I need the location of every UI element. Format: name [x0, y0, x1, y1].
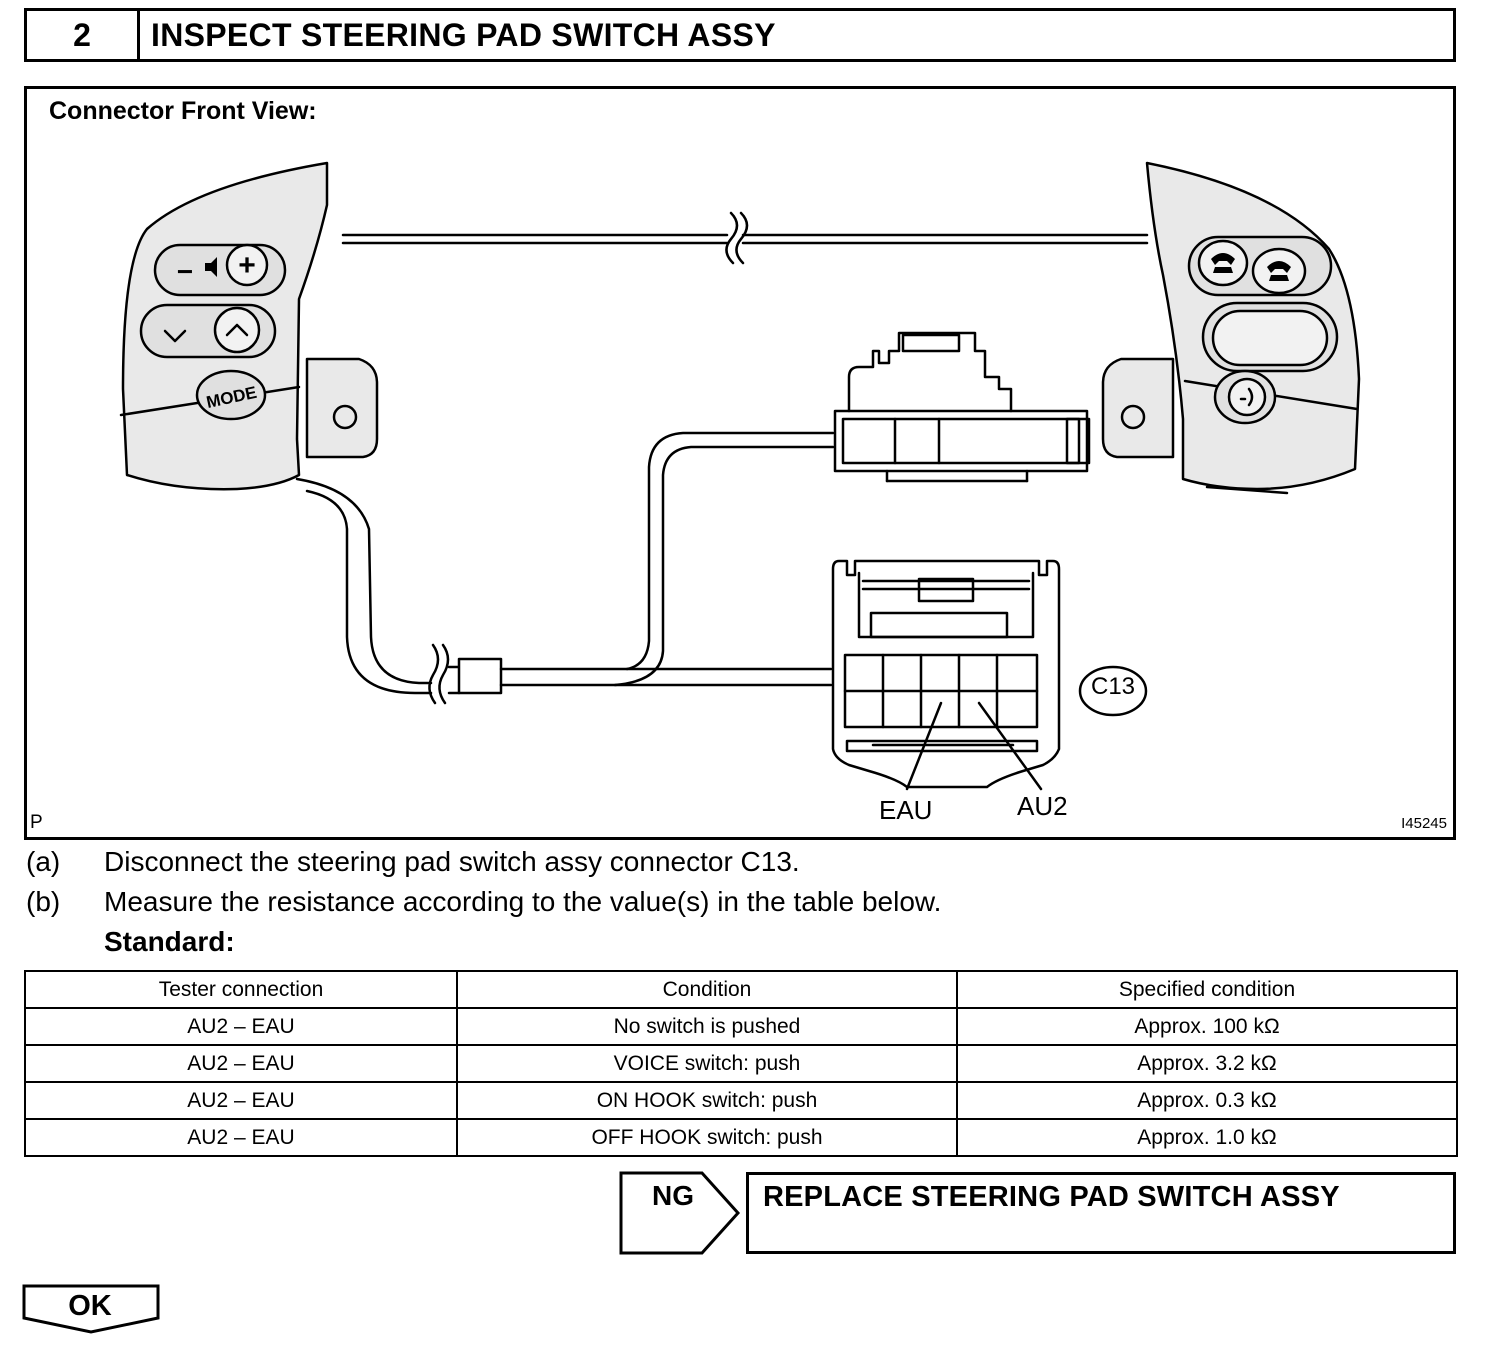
instruction-a-marker: (a): [26, 846, 61, 877]
connector-c13: [831, 559, 1061, 791]
column-header: Specified condition: [956, 970, 1458, 1009]
instruction-a-text: Disconnect the steering pad switch assy …: [104, 846, 800, 877]
speaker-icon: [205, 257, 217, 277]
ng-arrow-shape: [619, 1171, 741, 1255]
ok-label: OK: [68, 1290, 112, 1322]
instruction-b-marker: (b): [26, 886, 61, 917]
step-header: 2 INSPECT STEERING PAD SWITCH ASSY: [24, 8, 1456, 62]
ng-action-box: REPLACE STEERING PAD SWITCH ASSY: [746, 1172, 1456, 1254]
top-harness-wire: [341, 211, 1149, 265]
c13-callout-bubble: [1078, 665, 1148, 717]
table-cell: AU2 – EAU: [24, 1081, 458, 1120]
table-cell: No switch is pushed: [456, 1007, 958, 1046]
table-cell: ON HOOK switch: push: [456, 1081, 958, 1120]
table-cell: AU2 – EAU: [24, 1118, 458, 1157]
figure-caption: Connector Front View:: [49, 97, 317, 125]
minus-label: −: [177, 256, 193, 287]
step-title: INSPECT STEERING PAD SWITCH ASSY: [151, 16, 776, 53]
table-row: AU2 – EAU VOICE switch: push Approx. 3.2…: [24, 1044, 1458, 1083]
ng-action-text: REPLACE STEERING PAD SWITCH ASSY: [763, 1181, 1340, 1213]
plus-label: +: [238, 249, 256, 282]
wiring-illustration: + − MODE: [119, 161, 1361, 791]
terminal-label-eau: EAU: [879, 795, 933, 825]
ng-label: NG: [652, 1180, 694, 1211]
table-cell: Approx. 100 kΩ: [956, 1007, 1458, 1046]
standard-label: Standard:: [104, 926, 235, 957]
illustration-id: I45245: [1401, 815, 1447, 832]
table-row: AU2 – EAU OFF HOOK switch: push Approx. …: [24, 1118, 1458, 1157]
table-cell: AU2 – EAU: [24, 1007, 458, 1046]
table-row: AU2 – EAU No switch is pushed Approx. 10…: [24, 1007, 1458, 1046]
chevron-up-icon: [225, 323, 249, 337]
ok-arrow-shape: [22, 1284, 160, 1334]
left-switch-pad: + − MODE: [119, 161, 379, 491]
table-cell: Approx. 0.3 kΩ: [956, 1081, 1458, 1120]
column-header: Tester connection: [24, 970, 458, 1009]
table-cell: Approx. 3.2 kΩ: [956, 1044, 1458, 1083]
connector-c13-label: C13: [1090, 673, 1136, 700]
table-cell: VOICE switch: push: [456, 1044, 958, 1083]
table-header-row: Tester connection Condition Specified co…: [24, 970, 1458, 1009]
pad-connector: [833, 331, 1091, 483]
voice-icon: [1239, 387, 1254, 407]
right-switch-pad: [1101, 161, 1361, 495]
table-cell: OFF HOOK switch: push: [456, 1118, 958, 1157]
resistance-spec-table: Tester connection Condition Specified co…: [24, 970, 1458, 1157]
chevron-down-icon: [163, 329, 187, 343]
column-header: Condition: [456, 970, 958, 1009]
table-row: AU2 – EAU ON HOOK switch: push Approx. 0…: [24, 1081, 1458, 1120]
left-pad-harness: [295, 431, 835, 705]
table-cell: AU2 – EAU: [24, 1044, 458, 1083]
step-number: 2: [27, 11, 140, 59]
off-hook-icon: [1211, 253, 1235, 273]
table-cell: Approx. 1.0 kΩ: [956, 1118, 1458, 1157]
figure-corner-mark: P: [30, 812, 43, 833]
instruction-b-text: Measure the resistance according to the …: [104, 886, 942, 917]
on-hook-icon: [1267, 261, 1291, 281]
terminal-label-au2: AU2: [1017, 791, 1068, 821]
connector-figure: Connector Front View: + −: [24, 86, 1456, 840]
